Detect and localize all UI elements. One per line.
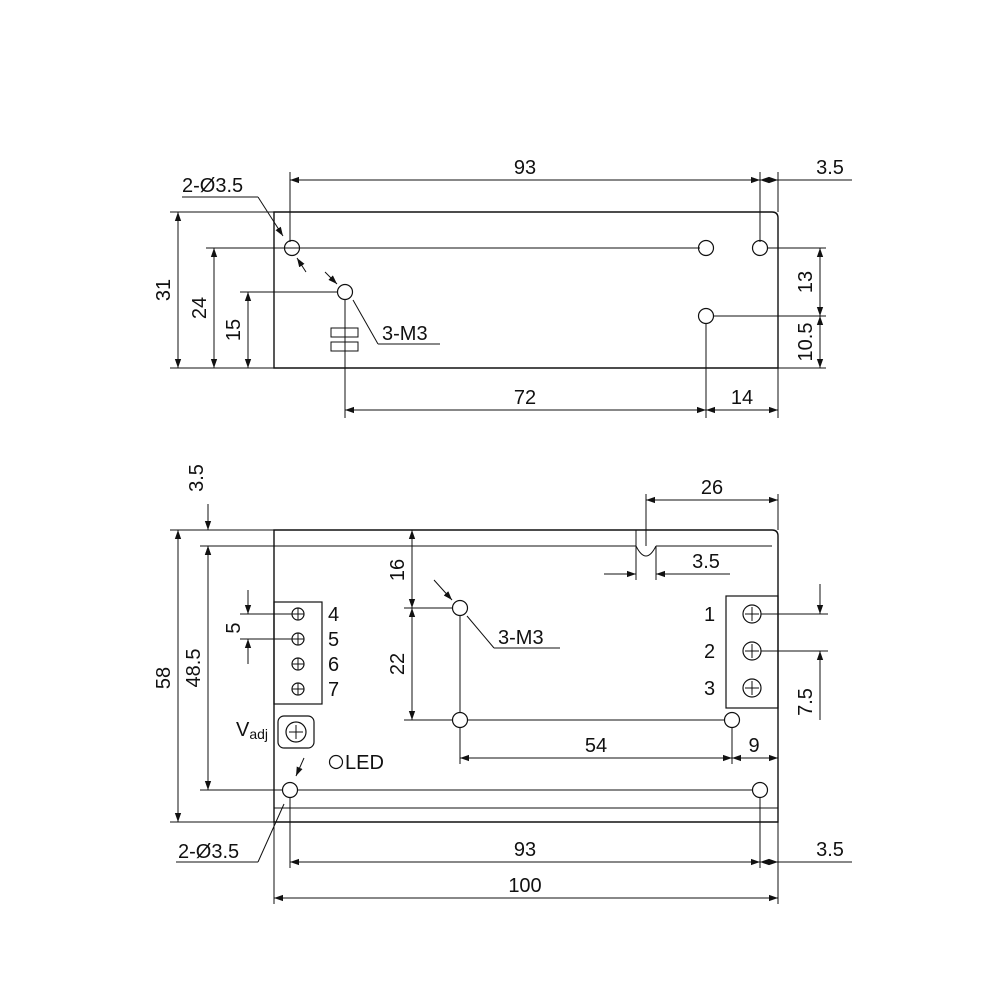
dim-100: 100 bbox=[508, 875, 541, 897]
side-screw-label: 3-M3 bbox=[382, 323, 428, 345]
terminal-label-4: 4 bbox=[328, 604, 339, 626]
dim-pitch-5: 5 bbox=[223, 622, 245, 633]
side-holes-label: 2-Ø3.5 bbox=[182, 175, 243, 197]
terminal-label-1: 1 bbox=[704, 604, 715, 626]
terminal-label-7: 7 bbox=[328, 679, 339, 701]
left-terminal-6 bbox=[291, 657, 305, 671]
dim-31: 31 bbox=[153, 279, 175, 301]
dim-58: 58 bbox=[153, 667, 175, 689]
mount-hole-right bbox=[751, 239, 769, 257]
led-label: LED bbox=[345, 752, 384, 774]
terminal-label-2: 2 bbox=[704, 641, 715, 663]
top-mount-hole-left bbox=[281, 781, 299, 799]
terminal-label-5: 5 bbox=[328, 629, 339, 651]
top-holes-label: 2-Ø3.5 bbox=[178, 841, 239, 863]
top-view: 3.5 58 48.5 26 3.5 16 22 3-M3 bbox=[153, 464, 852, 904]
screw-hole-b bbox=[697, 307, 715, 325]
right-terminal-1 bbox=[742, 604, 762, 624]
right-terminal-2 bbox=[742, 641, 762, 661]
vadj-potentiometer bbox=[277, 715, 315, 749]
dim-7-5: 7.5 bbox=[795, 688, 817, 716]
top-screw-hole-a bbox=[451, 599, 469, 617]
top-screw-hole-b bbox=[451, 711, 469, 729]
led-indicator bbox=[328, 754, 344, 770]
terminal-label-3: 3 bbox=[704, 678, 715, 700]
left-terminal-block bbox=[273, 601, 323, 705]
dim-15: 15 bbox=[223, 319, 245, 341]
right-terminal-3 bbox=[742, 678, 762, 698]
side-view: 93 3.5 2-Ø3.5 3-M3 31 24 15 bbox=[153, 157, 852, 418]
dim-14: 14 bbox=[731, 387, 753, 409]
dim-3-5-top: 3.5 bbox=[816, 157, 844, 179]
top-mount-hole-right bbox=[751, 781, 769, 799]
side-view-outline bbox=[273, 211, 779, 369]
dim-93-bottom: 93 bbox=[514, 839, 536, 861]
dim-72: 72 bbox=[514, 387, 536, 409]
dim-22: 22 bbox=[387, 653, 409, 675]
dim-16: 16 bbox=[387, 559, 409, 581]
left-terminal-7 bbox=[291, 682, 305, 696]
screw-hole-a bbox=[336, 283, 354, 301]
vadj-label: Vadj bbox=[236, 719, 268, 742]
dim-54: 54 bbox=[585, 735, 607, 757]
dim-48-5: 48.5 bbox=[183, 649, 205, 688]
terminal-label-6: 6 bbox=[328, 654, 339, 676]
left-terminal-5 bbox=[291, 632, 305, 646]
dim-3-5-notch: 3.5 bbox=[692, 551, 720, 573]
dim-9: 9 bbox=[748, 735, 759, 757]
right-terminal-block bbox=[725, 595, 779, 709]
dim-26: 26 bbox=[701, 477, 723, 499]
dim-3-5-left: 3.5 bbox=[186, 464, 208, 492]
dim-3-5-bottom: 3.5 bbox=[816, 839, 844, 861]
dim-93-top: 93 bbox=[514, 157, 536, 179]
dim-13: 13 bbox=[795, 271, 817, 293]
left-terminal-4 bbox=[291, 607, 305, 621]
top-screw-label: 3-M3 bbox=[498, 627, 544, 649]
dim-10-5: 10.5 bbox=[795, 323, 817, 362]
dim-24: 24 bbox=[189, 297, 211, 319]
top-screw-hole-c bbox=[723, 711, 741, 729]
